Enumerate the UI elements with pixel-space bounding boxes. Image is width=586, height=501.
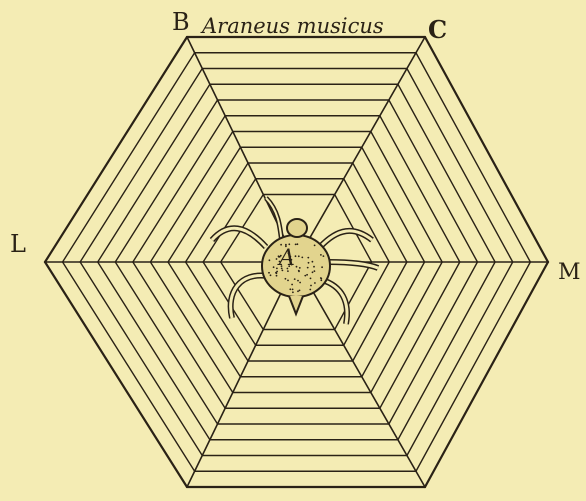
vertex-label-c: C <box>428 18 447 42</box>
spider <box>212 198 378 324</box>
web-thread <box>186 163 248 262</box>
web-thread <box>221 262 264 330</box>
speckle-dot <box>320 278 322 280</box>
web-thread <box>80 69 202 263</box>
speckle-dot <box>299 290 301 292</box>
speckle-dot <box>309 289 311 291</box>
spider-head <box>287 219 307 237</box>
speckle-dot <box>314 270 316 272</box>
web-thread <box>371 262 442 393</box>
speckle-dot <box>276 271 278 273</box>
web-thread <box>344 179 390 262</box>
speckle-dot <box>320 279 322 281</box>
speckle-dot <box>296 266 298 268</box>
speckle-dot <box>306 274 308 276</box>
vertex-label-b: B <box>172 10 190 34</box>
vertex-label-m: M <box>558 262 581 284</box>
web-thread <box>63 262 195 471</box>
speckle-dot <box>276 258 278 260</box>
speckle-dot <box>299 282 301 284</box>
speckle-dot <box>292 291 294 293</box>
web-thread <box>416 53 530 262</box>
speckle-dot <box>301 257 303 259</box>
speckle-dot <box>276 272 278 274</box>
web-thread <box>168 147 240 262</box>
speckle-dot <box>314 245 316 247</box>
speckle-dot <box>312 271 314 273</box>
web-thread <box>407 69 513 263</box>
web-thread <box>98 262 210 440</box>
web-outline <box>425 262 548 487</box>
web-thread <box>168 262 240 377</box>
speckle-dot <box>276 268 278 270</box>
speckle-dot <box>323 255 325 257</box>
web-thread <box>150 132 232 263</box>
speckle-dot <box>320 254 322 256</box>
web-thread <box>398 84 495 262</box>
web-thread <box>380 116 460 262</box>
speckle-dot <box>298 255 300 257</box>
web-thread <box>150 262 232 393</box>
spider-leg <box>231 275 268 318</box>
speckle-dot <box>307 257 309 259</box>
web-thread <box>344 262 390 345</box>
web-outline <box>425 37 548 262</box>
speckle-dot <box>269 259 271 261</box>
vertex-label-l: L <box>10 232 26 256</box>
web-outline <box>45 37 187 262</box>
speckle-dot <box>268 272 270 274</box>
figure-title: Araneus musicus <box>202 16 384 37</box>
speckle-dot <box>313 266 315 268</box>
speckle-dot <box>289 288 291 290</box>
speckle-dot <box>298 270 300 272</box>
speckle-dot <box>312 261 314 263</box>
web-thread <box>133 262 225 408</box>
speckle-dot <box>288 243 290 245</box>
web-thread <box>389 100 478 262</box>
web-thread <box>133 116 225 262</box>
speckle-dot <box>273 266 275 268</box>
speckle-dot <box>297 290 299 292</box>
speckle-dot <box>297 243 299 245</box>
web-thread <box>362 262 425 377</box>
web-thread <box>371 132 442 263</box>
spider-leg <box>231 275 268 318</box>
web-thread <box>407 262 513 456</box>
web-thread <box>186 262 248 361</box>
speckle-dot <box>276 275 278 277</box>
web-thread <box>389 262 478 424</box>
speckle-dot <box>292 289 294 291</box>
speckle-dot <box>314 282 316 284</box>
speckle-dot <box>310 278 312 280</box>
spider-label-a: A <box>279 248 295 270</box>
speckle-dot <box>294 278 296 280</box>
speckle-dot <box>287 280 289 282</box>
web-thread <box>98 84 210 262</box>
web-thread <box>80 262 202 456</box>
speckle-dot <box>304 275 306 277</box>
speckle-dot <box>270 274 272 276</box>
web-thread <box>398 262 495 440</box>
web-thread <box>353 163 407 262</box>
web-thread <box>362 147 425 262</box>
web-thread <box>63 53 195 262</box>
speckle-dot <box>297 280 299 282</box>
speckle-dot <box>307 267 309 269</box>
web-thread <box>380 262 460 408</box>
speckle-dot <box>321 266 323 268</box>
speckle-dot <box>308 262 310 264</box>
spider-spinneret <box>289 296 303 314</box>
speckle-dot <box>285 278 287 280</box>
web-thread <box>353 262 407 361</box>
speckle-dot <box>310 285 312 287</box>
web-outline <box>45 262 187 487</box>
speckle-dot <box>291 284 293 286</box>
speckle-dot <box>299 267 301 269</box>
web-thread <box>416 262 530 471</box>
